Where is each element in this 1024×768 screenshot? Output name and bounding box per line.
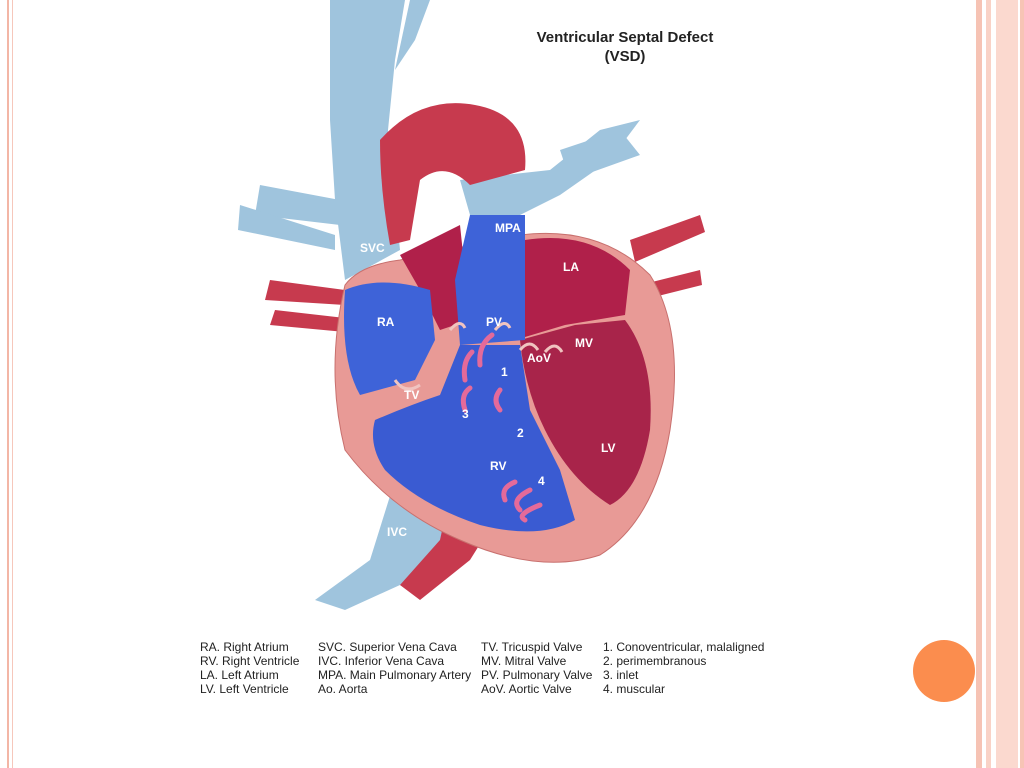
label-lv: LV bbox=[601, 441, 615, 455]
pulmonary-artery bbox=[455, 215, 525, 345]
left-atrium-chamber bbox=[515, 238, 630, 340]
label-mpa: MPA bbox=[495, 221, 521, 235]
label-defect-4: 4 bbox=[538, 474, 545, 488]
legend-item: PV. Pulmonary Valve bbox=[481, 668, 593, 682]
label-ivc: IVC bbox=[387, 525, 407, 539]
legend-item: MPA. Main Pulmonary Artery bbox=[318, 668, 472, 682]
vessels-blue bbox=[238, 0, 640, 610]
legend-column-2: SVC. Superior Vena Cava IVC. Inferior Ve… bbox=[318, 640, 471, 696]
legend-item: 4. muscular bbox=[603, 682, 666, 696]
right-ventricle bbox=[372, 345, 575, 532]
label-ra: RA bbox=[377, 315, 395, 329]
legend-column-4: 1. Conoventricular, malaligned 2. perime… bbox=[603, 640, 764, 696]
legend-item: 3. inlet bbox=[603, 668, 639, 682]
legend-item: RV. Right Ventricle bbox=[200, 654, 300, 668]
left-ventricle bbox=[520, 320, 651, 505]
label-ao: Ao bbox=[420, 203, 436, 217]
heart-illustration: SVC Ao MPA LA RA PV MV AoV TV LV RV IVC … bbox=[238, 0, 705, 610]
label-la: LA bbox=[563, 260, 579, 274]
legend-item: LA. Left Atrium bbox=[200, 668, 279, 682]
vsd-arrows bbox=[460, 332, 543, 523]
legend-item: RA. Right Atrium bbox=[200, 640, 289, 654]
anatomy-labels: SVC Ao MPA LA RA PV MV AoV TV LV RV IVC … bbox=[360, 203, 615, 539]
left-atrium bbox=[400, 225, 470, 330]
legend-item: LV. Left Ventricle bbox=[200, 682, 289, 696]
label-aov: AoV bbox=[527, 351, 551, 365]
legend-item: AoV. Aortic Valve bbox=[481, 682, 572, 696]
legend-item: 1. Conoventricular, malaligned bbox=[603, 640, 765, 654]
figure-title-main: Ventricular Septal Defect bbox=[536, 29, 714, 46]
right-atrium bbox=[344, 282, 435, 395]
figure-title: Ventricular Septal Defect (VSD) bbox=[520, 28, 730, 66]
legend-column-1: RA. Right Atrium RV. Right Ventricle LA.… bbox=[200, 640, 299, 696]
label-mv: MV bbox=[575, 336, 593, 350]
orange-circle-decoration bbox=[913, 640, 975, 702]
figure-title-sub: (VSD) bbox=[604, 48, 646, 65]
label-rv: RV bbox=[490, 459, 506, 473]
legend-item: Ao. Aorta bbox=[318, 682, 368, 696]
legend-item: MV. Mitral Valve bbox=[481, 654, 567, 668]
legend-item: TV. Tricuspid Valve bbox=[481, 640, 583, 654]
label-defect-3: 3 bbox=[462, 407, 469, 421]
valve-leaflets bbox=[393, 322, 564, 391]
slide-left-border bbox=[0, 0, 18, 768]
label-svc: SVC bbox=[360, 241, 385, 255]
label-defect-1: 1 bbox=[501, 365, 508, 379]
label-defect-2: 2 bbox=[517, 426, 524, 440]
legend-column-3: TV. Tricuspid Valve MV. Mitral Valve PV.… bbox=[481, 640, 592, 696]
legend-item: SVC. Superior Vena Cava bbox=[318, 640, 457, 654]
slide-right-border bbox=[976, 0, 1024, 768]
label-tv: TV bbox=[404, 388, 419, 402]
label-pv: PV bbox=[486, 315, 502, 329]
legend-item: 2. perimembranous bbox=[603, 654, 707, 668]
legend-item: IVC. Inferior Vena Cava bbox=[318, 654, 445, 668]
